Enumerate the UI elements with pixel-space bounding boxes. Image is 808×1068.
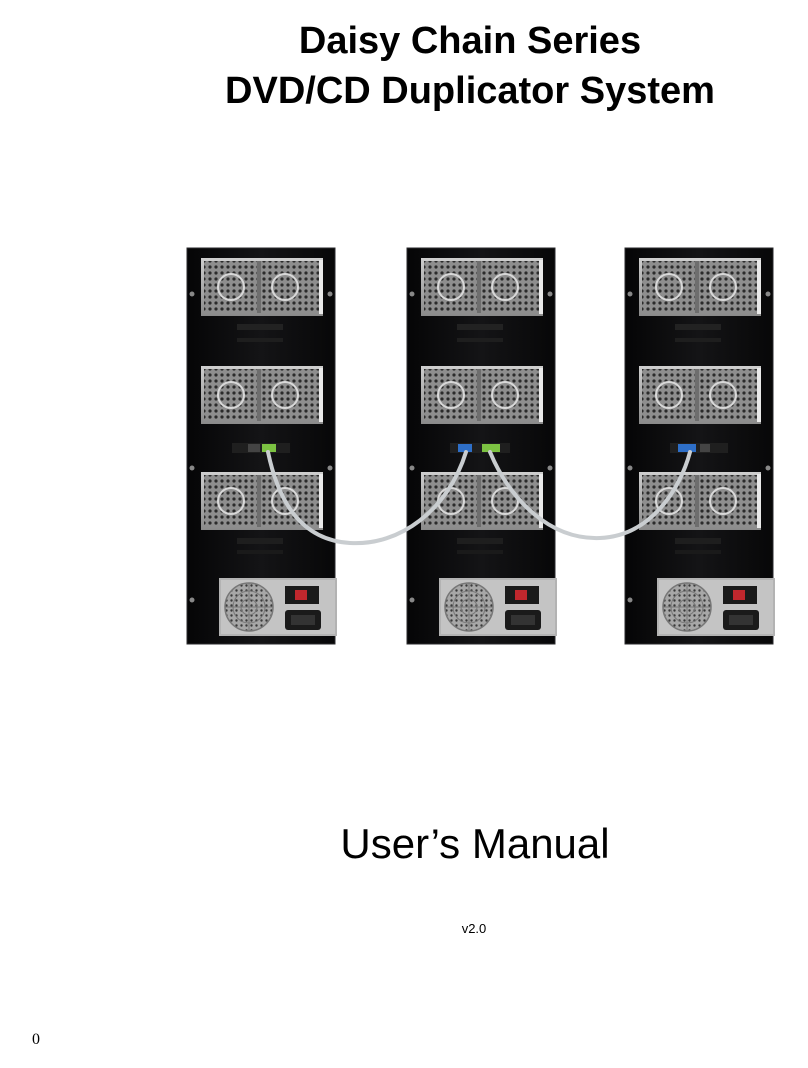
page-number: 0 [32, 1031, 40, 1048]
blue-port [678, 444, 696, 452]
manual-subtitle: User’s Manual [340, 820, 610, 867]
port-panel [232, 443, 290, 453]
port-panel [670, 443, 728, 453]
blue-port [458, 444, 472, 452]
green-port [262, 444, 276, 452]
green-port [482, 444, 500, 452]
version-label: v2.0 [461, 921, 487, 936]
daisy-chain-cable-1 [266, 450, 468, 546]
port-panel [450, 443, 510, 453]
tower-3 [625, 248, 775, 644]
tower-1 [187, 248, 337, 644]
tower-2 [407, 248, 557, 644]
title-line-2: DVD/CD Duplicator System [225, 70, 715, 112]
title-line-1: Daisy Chain Series [298, 20, 642, 62]
daisy-chain-cable-2 [488, 450, 692, 541]
